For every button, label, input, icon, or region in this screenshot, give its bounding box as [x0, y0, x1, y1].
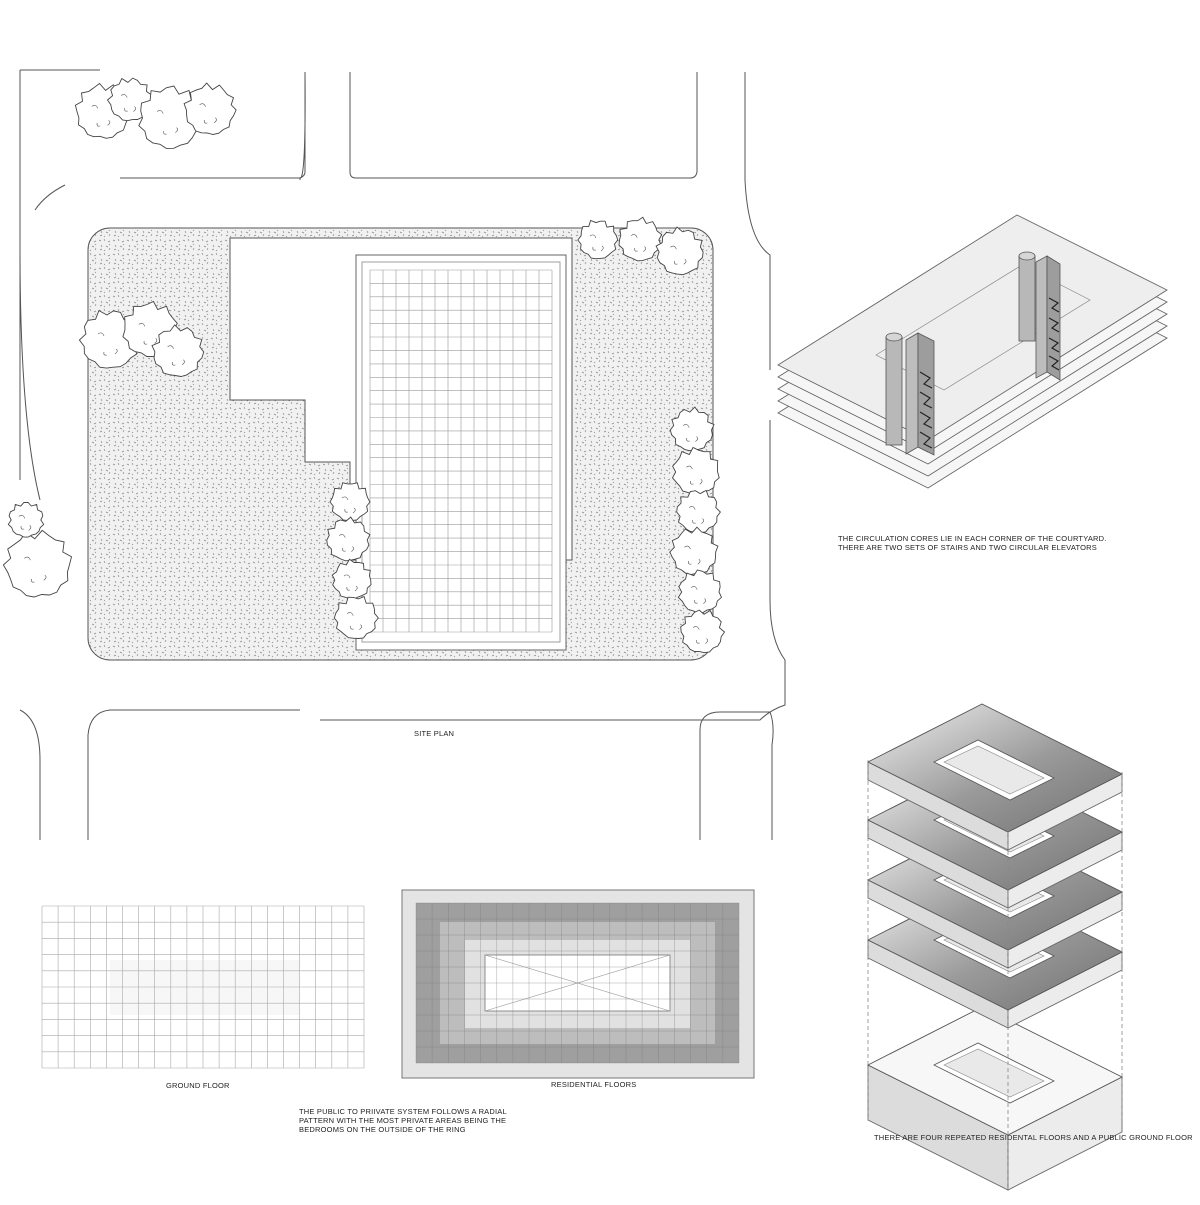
elevator-top-left — [885, 332, 903, 342]
residential-floor-grid — [415, 902, 740, 1064]
ground-floor-grid — [41, 905, 365, 1069]
residential-floors-caption: RESIDENTIAL FLOORS — [551, 1080, 637, 1089]
tree-canopy — [655, 226, 704, 276]
exploded-floor-stack — [867, 703, 1123, 1191]
residential-floor-slab — [867, 703, 1123, 851]
tree-canopy — [618, 216, 663, 262]
grid-lines — [41, 905, 365, 1069]
courtyard-inner-frame — [361, 261, 561, 643]
elevator-core-left — [885, 336, 903, 446]
grid-lines — [415, 902, 740, 1064]
tree-canopy — [329, 482, 371, 522]
tree-canopy — [669, 406, 715, 452]
site-plan — [2, 69, 786, 840]
ground-floor-caption: GROUND FLOOR — [166, 1081, 230, 1090]
tree-canopy — [326, 516, 371, 562]
stair-core-right-side — [1046, 255, 1061, 381]
stair-core-left — [905, 332, 919, 455]
courtyard-grid — [369, 269, 553, 633]
ground-floor-inner-area — [110, 960, 300, 1015]
tree-canopy — [671, 446, 720, 496]
tree-canopy — [138, 85, 203, 149]
tree-canopy — [680, 609, 726, 654]
stair-core-left-side — [917, 332, 935, 456]
residential-floor-plan — [401, 889, 755, 1079]
tree-canopy — [151, 324, 205, 377]
tree-canopy — [333, 596, 379, 639]
stacked-slabs — [777, 214, 1168, 489]
elevator-top-right — [1018, 251, 1036, 261]
floor-slab — [777, 214, 1168, 441]
tree-canopy — [7, 502, 45, 538]
tree-canopy — [78, 309, 140, 369]
tree-canopy — [331, 558, 372, 600]
circulation-caption: THE CIRCULATION CORES LIE IN EACH CORNER… — [838, 534, 1107, 552]
site-plan-caption: SITE PLAN — [414, 729, 455, 738]
ground-floor-slab — [867, 1006, 1123, 1191]
site-trees — [2, 77, 726, 654]
circulation-axonometric — [777, 214, 1168, 489]
tree-canopy — [677, 569, 723, 614]
tree-canopy — [676, 489, 721, 534]
floor-stack-caption: THERE ARE FOUR REPEATED RESIDENTAL FLOOR… — [874, 1133, 1193, 1142]
stair-flights-right — [1048, 297, 1060, 371]
radial-system-caption: THE PUBLIC TO PRIIVATE SYSTEM FOLLOWS A … — [299, 1107, 507, 1134]
tree-canopy — [577, 219, 619, 260]
stair-core-right — [1035, 255, 1048, 379]
tree-canopy — [2, 529, 73, 598]
ground-floor-plan — [41, 905, 365, 1069]
elevator-core-right — [1018, 255, 1036, 342]
circulation-cores — [885, 251, 1061, 456]
tree-canopy — [669, 526, 719, 576]
street-outline — [19, 69, 786, 840]
grid-lines — [369, 269, 553, 633]
stair-flights-left — [919, 371, 933, 449]
tree-canopy — [183, 82, 237, 135]
